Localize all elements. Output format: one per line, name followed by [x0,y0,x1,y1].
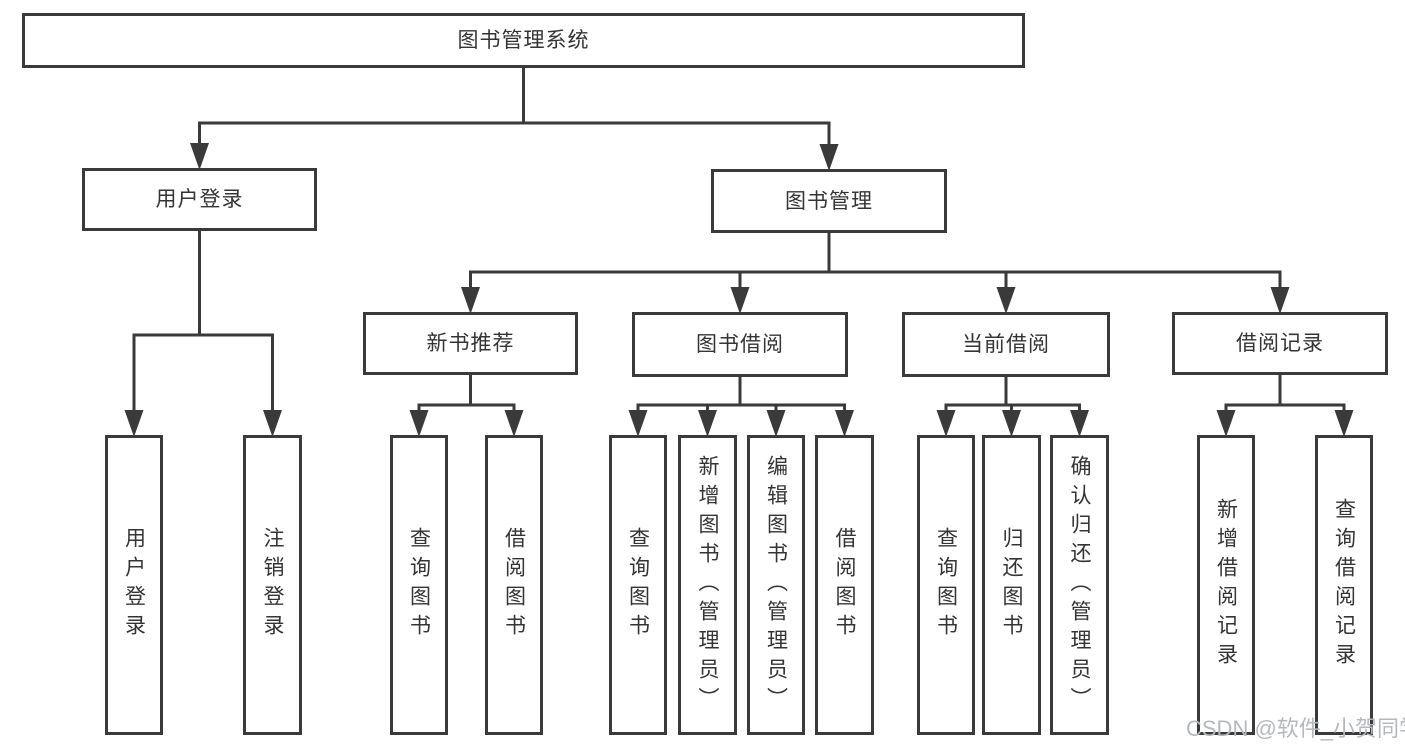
node-label-new-book-rec: 新书推荐 [426,332,515,355]
node-borrow-book-1: 借阅图书 [485,435,543,735]
node-login: 用户登录 [105,435,163,735]
node-label-add-borrow-record: 新增借阅记录 [1214,498,1238,672]
arrowhead-down-icon [996,287,1016,314]
node-query-borrow-record: 查询借阅记录 [1315,435,1373,735]
arrowhead-down-icon [124,410,144,437]
node-label-query-book-1: 查询图书 [407,527,431,643]
node-label-book-mgmt: 图书管理 [785,189,873,213]
arrowhead-down-icon [190,143,209,170]
arrowhead-down-icon [409,410,429,437]
node-book-mgmt: 图书管理 [711,169,947,233]
arrowhead-down-icon [698,410,717,437]
node-label-borrow-book-1: 借阅图书 [502,527,526,643]
node-label-add-book: 新增图书（管理员） [696,454,719,716]
arrowhead-down-icon [504,410,524,437]
node-label-user-login-group: 用户登录 [155,188,244,211]
node-label-borrow-records: 借阅记录 [1236,332,1324,355]
arrowhead-down-icon [1216,410,1236,437]
node-label-query-book-2: 查询图书 [626,527,650,643]
node-user-login-group: 用户登录 [82,168,317,231]
node-new-book-rec: 新书推荐 [363,312,578,375]
node-add-book: 新增图书（管理员） [678,435,737,735]
arrowhead-down-icon [1334,410,1354,437]
node-add-borrow-record: 新增借阅记录 [1197,435,1255,735]
arrowhead-down-icon [628,410,648,437]
arrowhead-down-icon [1270,287,1290,314]
node-borrow-book-2: 借阅图书 [815,435,874,735]
node-label-borrow-book-2: 借阅图书 [833,527,856,643]
arrowhead-down-icon [835,410,854,437]
node-label-logout: 注销登录 [261,527,284,643]
arrowhead-down-icon [461,287,480,314]
node-current-borrow: 当前借阅 [902,312,1110,377]
node-book-borrow: 图书借阅 [632,312,848,377]
arrowhead-down-icon [1002,410,1021,437]
node-edit-book: 编辑图书（管理员） [747,435,805,735]
node-label-current-borrow: 当前借阅 [962,333,1050,356]
node-query-book-1: 查询图书 [390,435,448,735]
node-label-root: 图书管理系统 [457,29,590,52]
node-label-login: 用户登录 [122,527,146,643]
node-label-confirm-return: 确认归还（管理员） [1068,454,1091,716]
node-root: 图书管理系统 [22,13,1025,68]
node-confirm-return: 确认归还（管理员） [1050,435,1109,735]
node-label-query-book-3: 查询图书 [934,527,958,643]
node-label-query-borrow-record: 查询借阅记录 [1332,498,1356,672]
node-logout: 注销登录 [243,435,302,735]
watermark: CSDN @软件_小贺同学 [1186,716,1405,741]
arrowhead-down-icon [730,287,750,314]
node-return-book: 归还图书 [982,435,1041,735]
arrowhead-down-icon [263,410,282,437]
arrowhead-down-icon [819,144,839,171]
arrowhead-down-icon [1070,410,1089,437]
node-query-book-3: 查询图书 [917,435,975,735]
node-query-book-2: 查询图书 [609,435,667,735]
arrowhead-down-icon [766,410,786,437]
node-label-edit-book: 编辑图书（管理员） [764,454,788,716]
node-label-book-borrow: 图书借阅 [696,333,784,356]
node-label-return-book: 归还图书 [1000,527,1023,643]
arrowhead-down-icon [936,410,956,437]
node-borrow-records: 借阅记录 [1172,312,1388,375]
